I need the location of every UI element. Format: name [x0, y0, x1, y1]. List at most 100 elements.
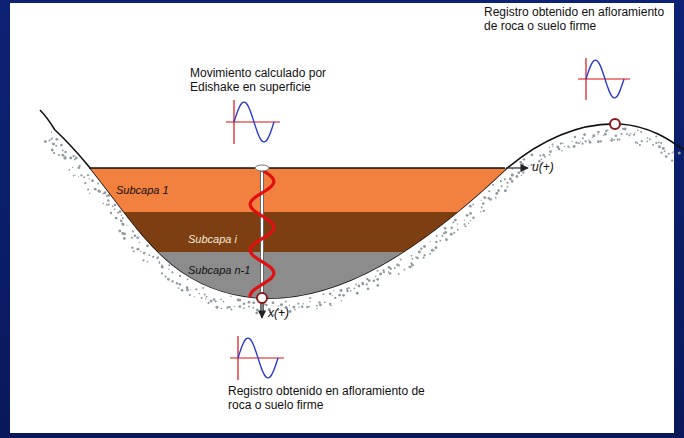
rock-speck — [333, 290, 334, 291]
rock-speck — [68, 169, 70, 171]
rock-speck — [466, 214, 469, 217]
rock-speck — [368, 279, 371, 282]
rock-speck — [161, 266, 164, 269]
rock-speck — [221, 308, 222, 309]
rock-speck — [506, 186, 508, 188]
rock-speck — [171, 280, 173, 282]
axis-label: u(+) — [532, 160, 572, 174]
rock-speck — [186, 286, 189, 289]
rock-speck — [252, 301, 255, 304]
rock-speck — [469, 205, 472, 208]
rock-speck — [158, 262, 160, 264]
rock-speck — [146, 244, 149, 247]
rock-speck — [457, 229, 459, 231]
rock-speck — [480, 200, 481, 201]
rock-speck — [179, 275, 181, 277]
rock-speck — [549, 147, 550, 148]
rock-speck — [117, 212, 119, 214]
signal-top — [226, 100, 280, 144]
rock-speck — [157, 256, 159, 258]
sublayer-name: Subcapa 1 — [116, 184, 169, 197]
rock-speck — [248, 306, 250, 308]
rock-speck — [280, 303, 283, 306]
rock-speck — [671, 152, 673, 154]
rock-speck — [309, 301, 310, 302]
rock-speck — [640, 131, 642, 133]
rock-speck — [450, 227, 452, 229]
rock-speck — [423, 245, 426, 248]
rock-speck — [134, 234, 137, 237]
rock-speck — [190, 289, 191, 290]
rock-speck — [201, 297, 203, 299]
rock-speck — [216, 306, 219, 309]
rock-speck — [176, 282, 178, 284]
rock-speck — [573, 145, 576, 148]
rock-speck — [540, 158, 542, 160]
rock-speck — [97, 183, 99, 185]
rock-speck — [144, 252, 146, 254]
rock-speck — [375, 275, 377, 277]
rock-speck — [126, 225, 127, 226]
rock-speck — [523, 158, 525, 160]
rock-speck — [256, 308, 258, 310]
rock-speck — [62, 150, 64, 152]
rock-speck — [561, 150, 563, 152]
rock-speck — [230, 296, 232, 298]
rock-speck — [119, 210, 122, 213]
rock-speck — [624, 127, 627, 130]
rock-speck — [404, 269, 406, 271]
rock-speck — [97, 190, 100, 193]
rock-speck — [470, 220, 472, 222]
sublayer-name: Subcapa i — [188, 233, 237, 246]
rock-speck — [584, 140, 586, 142]
rock-speck — [206, 296, 208, 298]
rock-speck — [44, 140, 47, 143]
note-text: Registro obtenido en afloramiento de roc… — [484, 5, 676, 33]
rock-speck — [575, 141, 577, 143]
rock-speck — [118, 230, 121, 233]
sublayer-name: Subcapa n-1 — [188, 264, 250, 277]
rock-speck — [103, 203, 105, 205]
waveform — [234, 102, 274, 142]
rock-speck — [603, 135, 604, 136]
rock-speck — [131, 246, 133, 248]
rock-speck — [589, 141, 592, 144]
rock-speck — [243, 307, 245, 309]
rock-speck — [55, 145, 57, 147]
rock-speck — [356, 292, 359, 295]
rock-speck — [415, 256, 417, 258]
soil-sublayer: Subcapa i — [100, 212, 480, 252]
rock-speck — [161, 272, 163, 274]
rock-speck — [285, 300, 287, 302]
rock-speck — [549, 154, 551, 156]
rock-speck — [104, 191, 107, 194]
signal-right — [578, 58, 630, 100]
rock-speck — [658, 145, 661, 148]
rock-speck — [361, 282, 364, 285]
rock-speck — [136, 237, 138, 239]
rock-speck — [664, 151, 665, 152]
rock-speck — [120, 219, 123, 222]
rock-speck — [484, 197, 486, 199]
rock-speck — [400, 259, 402, 261]
rock-speck — [205, 298, 206, 299]
rock-speck — [472, 204, 474, 206]
rock-speck — [348, 287, 350, 289]
rock-speck — [539, 154, 541, 156]
soil-sublayer: Subcapa 1 — [60, 168, 530, 212]
rock-speck — [309, 306, 310, 307]
rock-speck — [582, 137, 584, 139]
rock-speck — [366, 278, 368, 280]
signal-bottom — [230, 336, 284, 380]
rock-speck — [522, 171, 524, 173]
rock-speck — [316, 308, 318, 310]
rock-speck — [613, 139, 615, 141]
rock-speck — [436, 241, 438, 243]
rock-speck — [617, 139, 619, 141]
rock-speck — [453, 232, 455, 234]
note-text: Movimiento calculado por Edishake en sup… — [190, 66, 358, 94]
rock-speck — [94, 188, 97, 191]
rock-speck — [450, 233, 453, 236]
rock-speck — [187, 279, 189, 281]
